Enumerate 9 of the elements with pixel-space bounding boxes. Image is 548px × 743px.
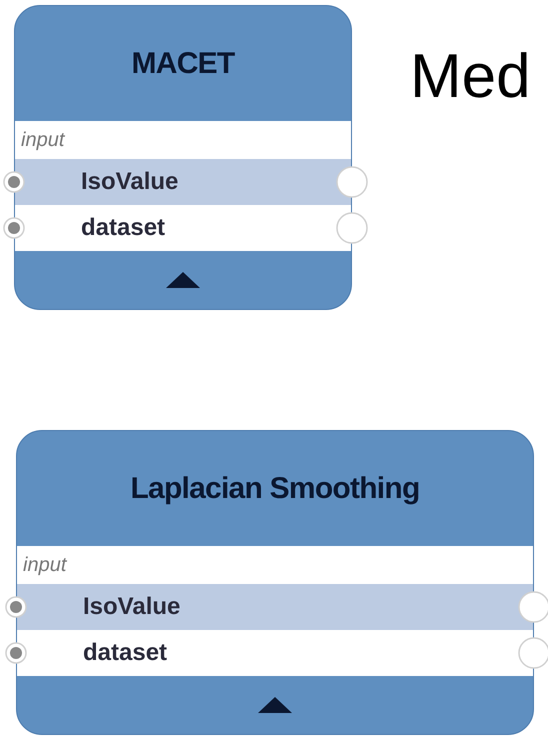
section-label: input bbox=[23, 553, 66, 578]
port-label: IsoValue bbox=[81, 167, 178, 197]
section-label: input bbox=[21, 128, 64, 153]
port-label: dataset bbox=[81, 213, 166, 243]
module-title: MACET bbox=[132, 46, 234, 82]
port-label: IsoValue bbox=[83, 592, 180, 622]
module-title: Laplacian Smoothing bbox=[130, 471, 420, 507]
heading-text: Med bbox=[410, 41, 531, 113]
port-label: dataset bbox=[83, 638, 168, 668]
